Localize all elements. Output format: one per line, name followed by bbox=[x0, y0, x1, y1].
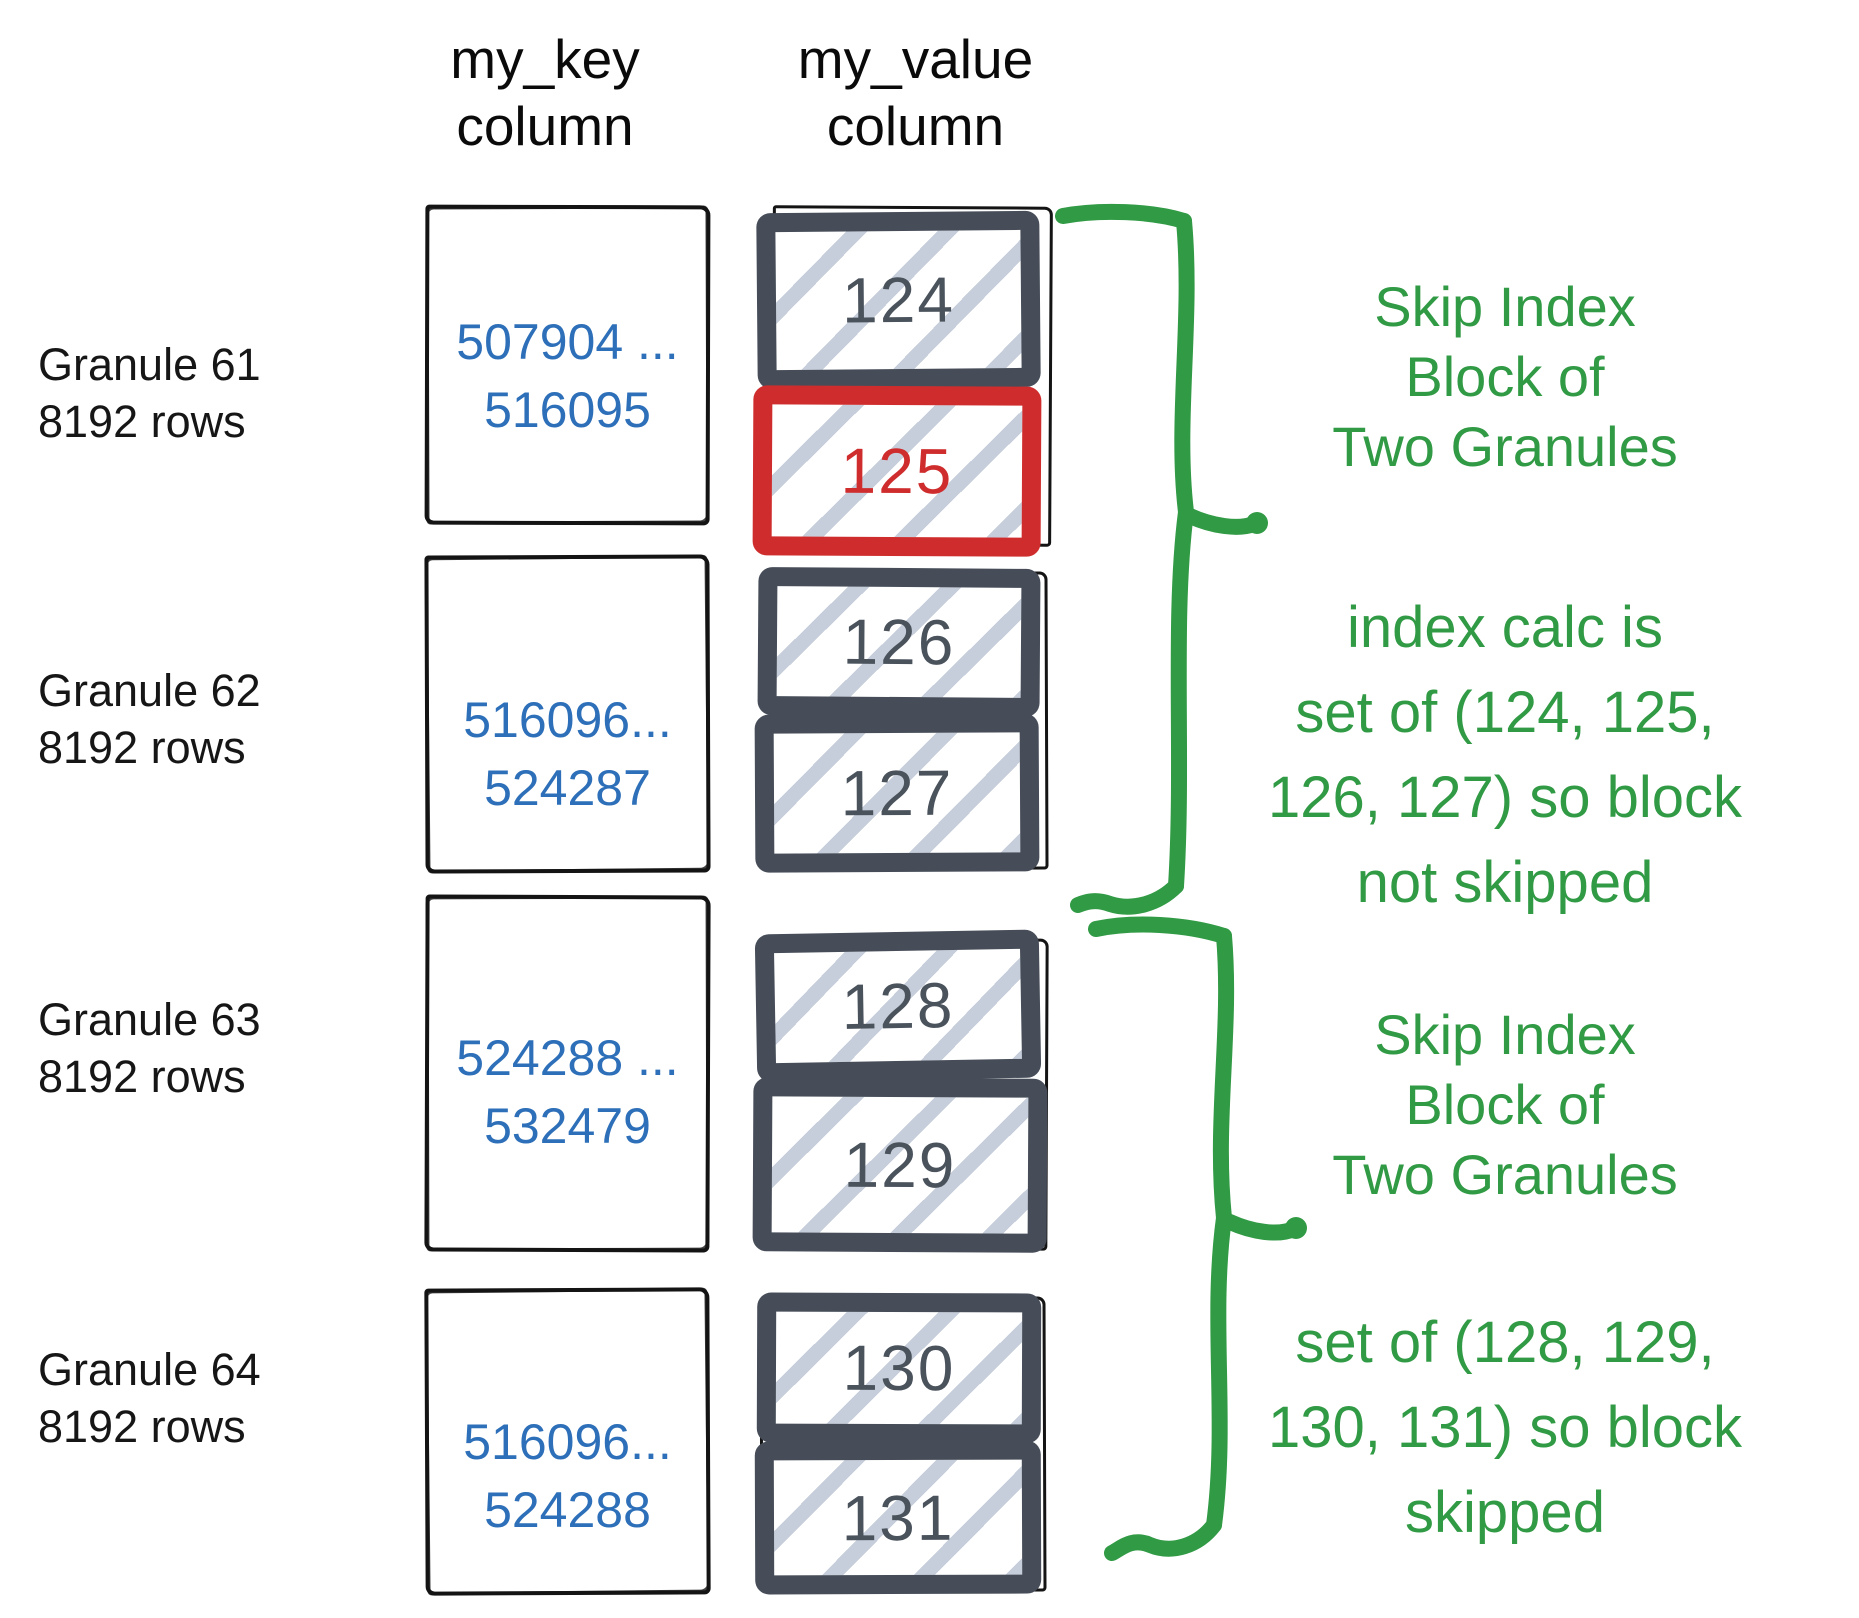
annotation-line: Skip Index bbox=[1374, 1003, 1636, 1066]
granule-name: Granule 61 bbox=[38, 339, 261, 390]
value-block-131: 131 bbox=[754, 1440, 1042, 1595]
key-range-end: 524287 bbox=[484, 760, 651, 816]
granule-name: Granule 62 bbox=[38, 665, 261, 716]
annotation-index-calc-skipped: set of (128, 129, 130, 131) so block ski… bbox=[1175, 1300, 1835, 1555]
annotation-line: Block of bbox=[1405, 1073, 1605, 1136]
block-number: 124 bbox=[841, 263, 956, 337]
annotation-line: 126, 127) so block bbox=[1268, 765, 1742, 830]
my-key-column-header: my_key column bbox=[380, 26, 710, 160]
block-number: 130 bbox=[842, 1331, 956, 1405]
header-line: column bbox=[826, 95, 1005, 157]
granule-rows: 8192 rows bbox=[38, 396, 246, 447]
value-block-128: 128 bbox=[754, 929, 1042, 1083]
key-range-end: 532479 bbox=[484, 1098, 651, 1154]
block-number: 128 bbox=[840, 969, 956, 1043]
annotation-line: Block of bbox=[1405, 345, 1605, 408]
annotation-line: Two Granules bbox=[1332, 1143, 1678, 1206]
annotation-line: index calc is bbox=[1347, 595, 1663, 660]
block-number: 131 bbox=[841, 1481, 955, 1554]
block-number: 127 bbox=[840, 756, 954, 830]
annotation-line: Two Granules bbox=[1332, 415, 1678, 478]
annotation-line: 130, 131) so block bbox=[1268, 1395, 1742, 1460]
annotation-line: not skipped bbox=[1356, 850, 1654, 915]
value-block-127: 127 bbox=[754, 713, 1040, 873]
key-range-start: 507904 ... bbox=[456, 314, 679, 370]
value-block-129: 129 bbox=[752, 1077, 1048, 1253]
my-value-column-header: my_value column bbox=[748, 26, 1083, 160]
granule-62-key-range: 516096... 524287 bbox=[425, 686, 710, 822]
header-line: my_key bbox=[450, 28, 640, 90]
granule-63-key-range: 524288 ... 532479 bbox=[425, 1024, 710, 1160]
annotation-skip-block-2: Skip Index Block of Two Granules bbox=[1175, 1000, 1835, 1210]
block-number: 125 bbox=[840, 434, 954, 508]
key-range-start: 516096... bbox=[463, 1414, 672, 1470]
annotation-line: Skip Index bbox=[1374, 275, 1636, 338]
granule-rows: 8192 rows bbox=[38, 1051, 246, 1102]
block-number: 126 bbox=[842, 605, 956, 679]
granule-name: Granule 63 bbox=[38, 994, 261, 1045]
granule-rows: 8192 rows bbox=[38, 1401, 246, 1452]
header-line: my_value bbox=[797, 28, 1034, 90]
granule-62-label: Granule 62 8192 rows bbox=[38, 662, 318, 776]
key-range-start: 524288 ... bbox=[456, 1030, 679, 1086]
annotation-line: set of (124, 125, bbox=[1295, 680, 1715, 745]
key-range-start: 516096... bbox=[463, 692, 672, 748]
value-block-126: 126 bbox=[757, 567, 1041, 717]
granule-63-label: Granule 63 8192 rows bbox=[38, 991, 318, 1105]
annotation-index-calc-not-skipped: index calc is set of (124, 125, 126, 127… bbox=[1175, 585, 1835, 925]
granule-name: Granule 64 bbox=[38, 1344, 261, 1395]
value-block-125-highlighted: 125 bbox=[752, 385, 1042, 557]
header-line: column bbox=[456, 95, 634, 157]
granule-rows: 8192 rows bbox=[38, 722, 246, 773]
granule-64-label: Granule 64 8192 rows bbox=[38, 1341, 318, 1455]
annotation-skip-block-1: Skip Index Block of Two Granules bbox=[1175, 272, 1835, 482]
granule-64-key-range: 516096... 524288 bbox=[425, 1408, 710, 1544]
key-range-end: 524288 bbox=[484, 1482, 651, 1538]
granule-61-label: Granule 61 8192 rows bbox=[38, 336, 318, 450]
annotation-line: set of (128, 129, bbox=[1295, 1310, 1715, 1375]
value-block-130: 130 bbox=[756, 1292, 1042, 1444]
key-range-end: 516095 bbox=[484, 382, 651, 438]
block-number: 129 bbox=[843, 1128, 957, 1202]
granule-61-key-range: 507904 ... 516095 bbox=[425, 308, 710, 444]
annotation-line: skipped bbox=[1405, 1480, 1605, 1545]
value-block-124: 124 bbox=[756, 210, 1041, 390]
